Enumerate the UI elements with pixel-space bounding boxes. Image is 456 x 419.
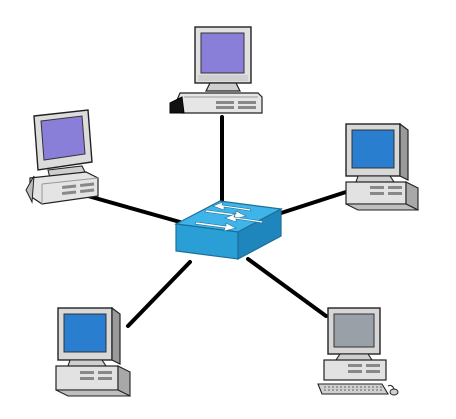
- screen: [333, 313, 375, 348]
- screen: [351, 129, 395, 169]
- network-cables: [86, 115, 348, 328]
- switch-arrows-icon: [194, 201, 264, 232]
- screen: [40, 115, 86, 161]
- cable-upper-left: [86, 194, 182, 224]
- screen: [200, 32, 245, 74]
- computer-upper-left: [25, 109, 99, 205]
- screen: [63, 313, 107, 353]
- computer-top: [169, 26, 263, 114]
- cable-upper-right: [276, 190, 348, 216]
- switch-side-face: [237, 207, 282, 261]
- network-switch: [174, 200, 283, 261]
- keyboard: [317, 383, 389, 395]
- computer-lower-right: [317, 307, 399, 396]
- cable-lower-left: [126, 260, 192, 328]
- computer-lower-left: [55, 306, 131, 397]
- computer-upper-right: [345, 122, 419, 211]
- cable-lower-right: [246, 257, 328, 318]
